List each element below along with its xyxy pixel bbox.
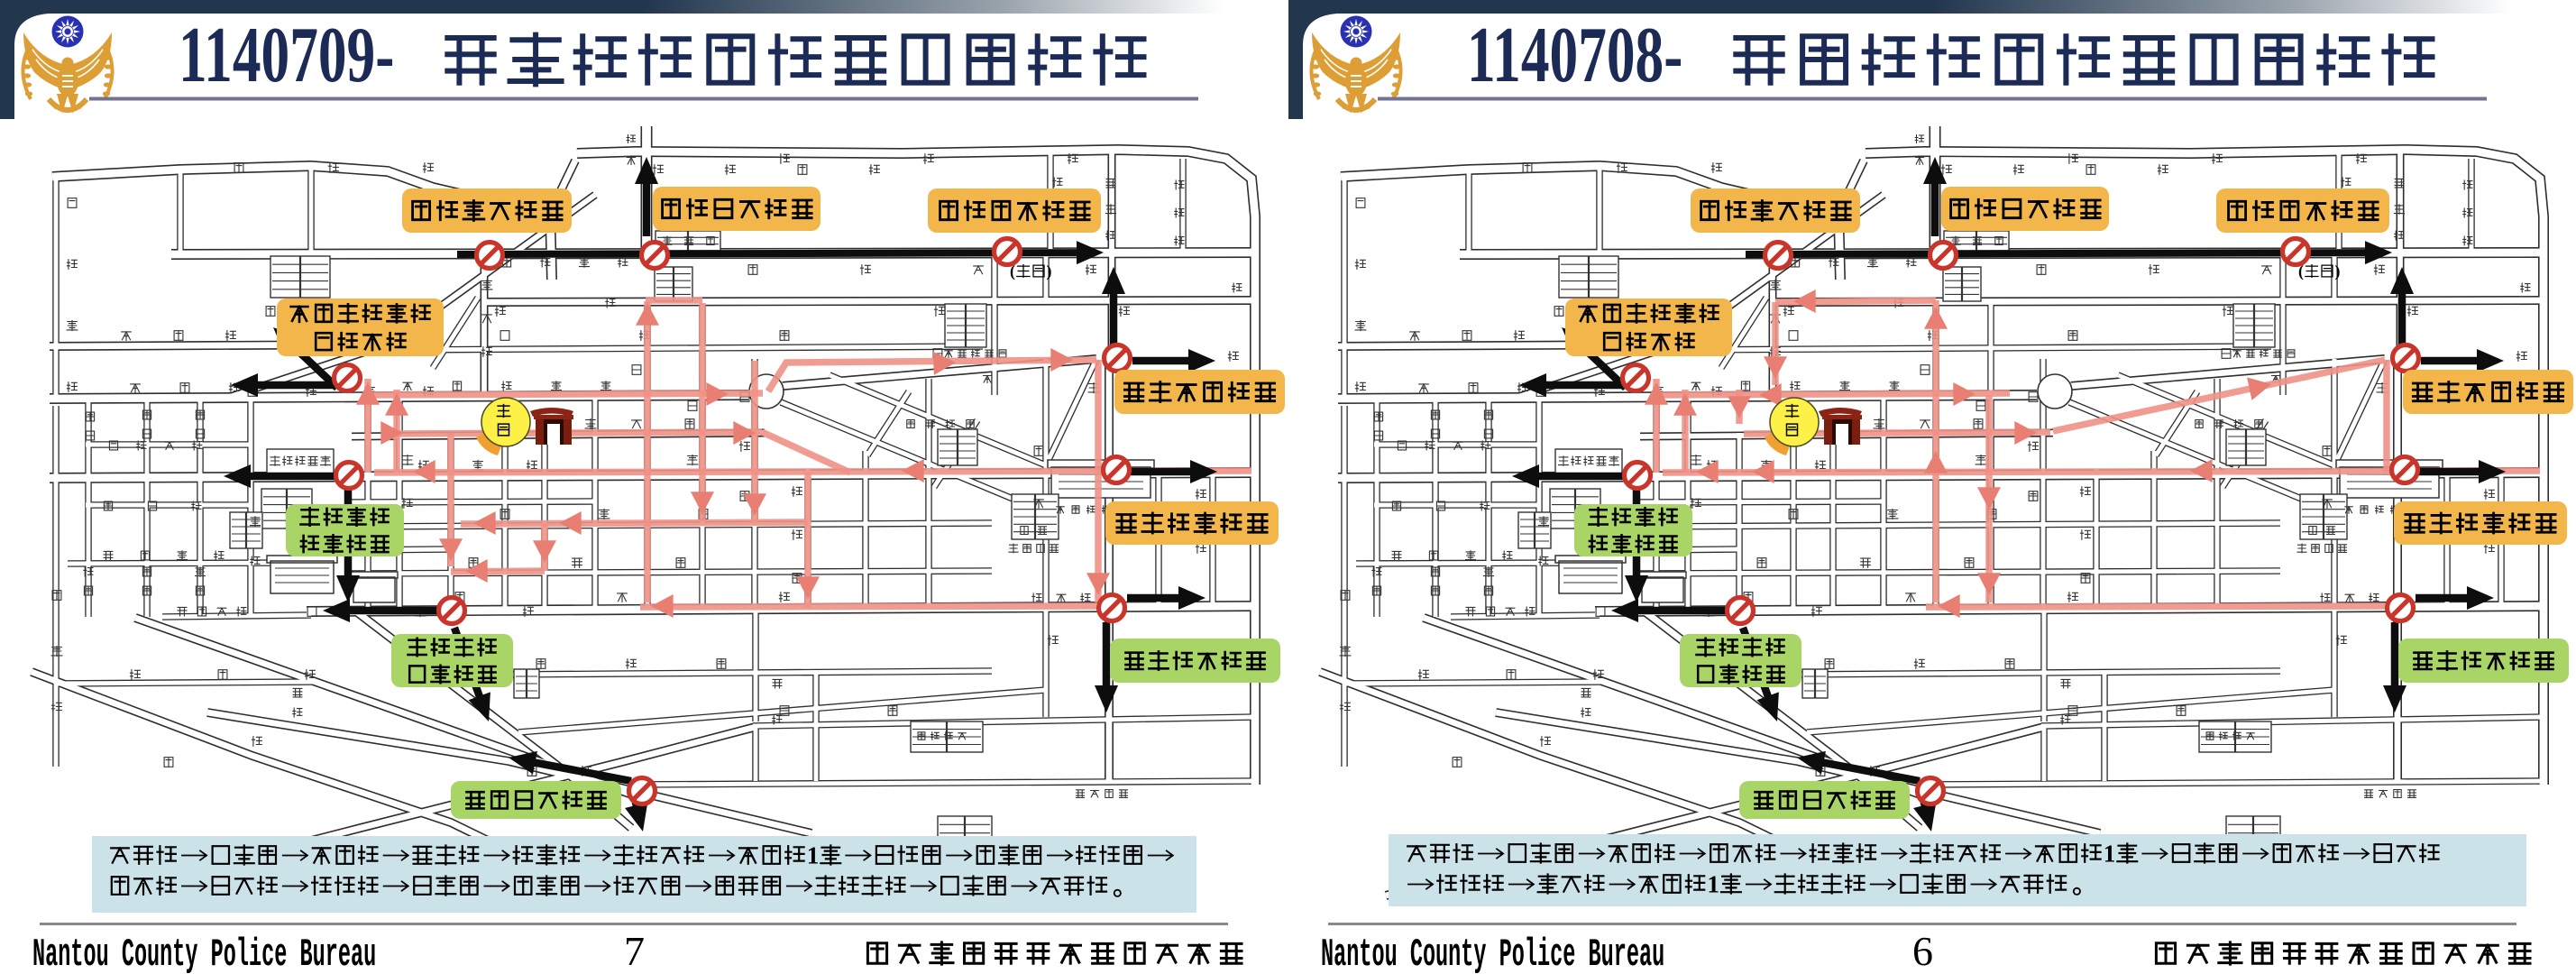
svg-text:7: 7	[624, 928, 645, 974]
svg-text:1140708-: 1140708-	[1467, 11, 1682, 99]
svg-text:1: 1	[1707, 870, 1719, 897]
svg-text:1: 1	[2104, 840, 2116, 867]
svg-text:Nantou County Police Bureau: Nantou County Police Bureau	[1321, 933, 1664, 974]
svg-text:1140709-: 1140709-	[179, 11, 394, 99]
svg-text:1: 1	[807, 841, 820, 868]
svg-text:6: 6	[1912, 928, 1933, 974]
svg-text:Nantou County Police Bureau: Nantou County Police Bureau	[32, 933, 376, 974]
